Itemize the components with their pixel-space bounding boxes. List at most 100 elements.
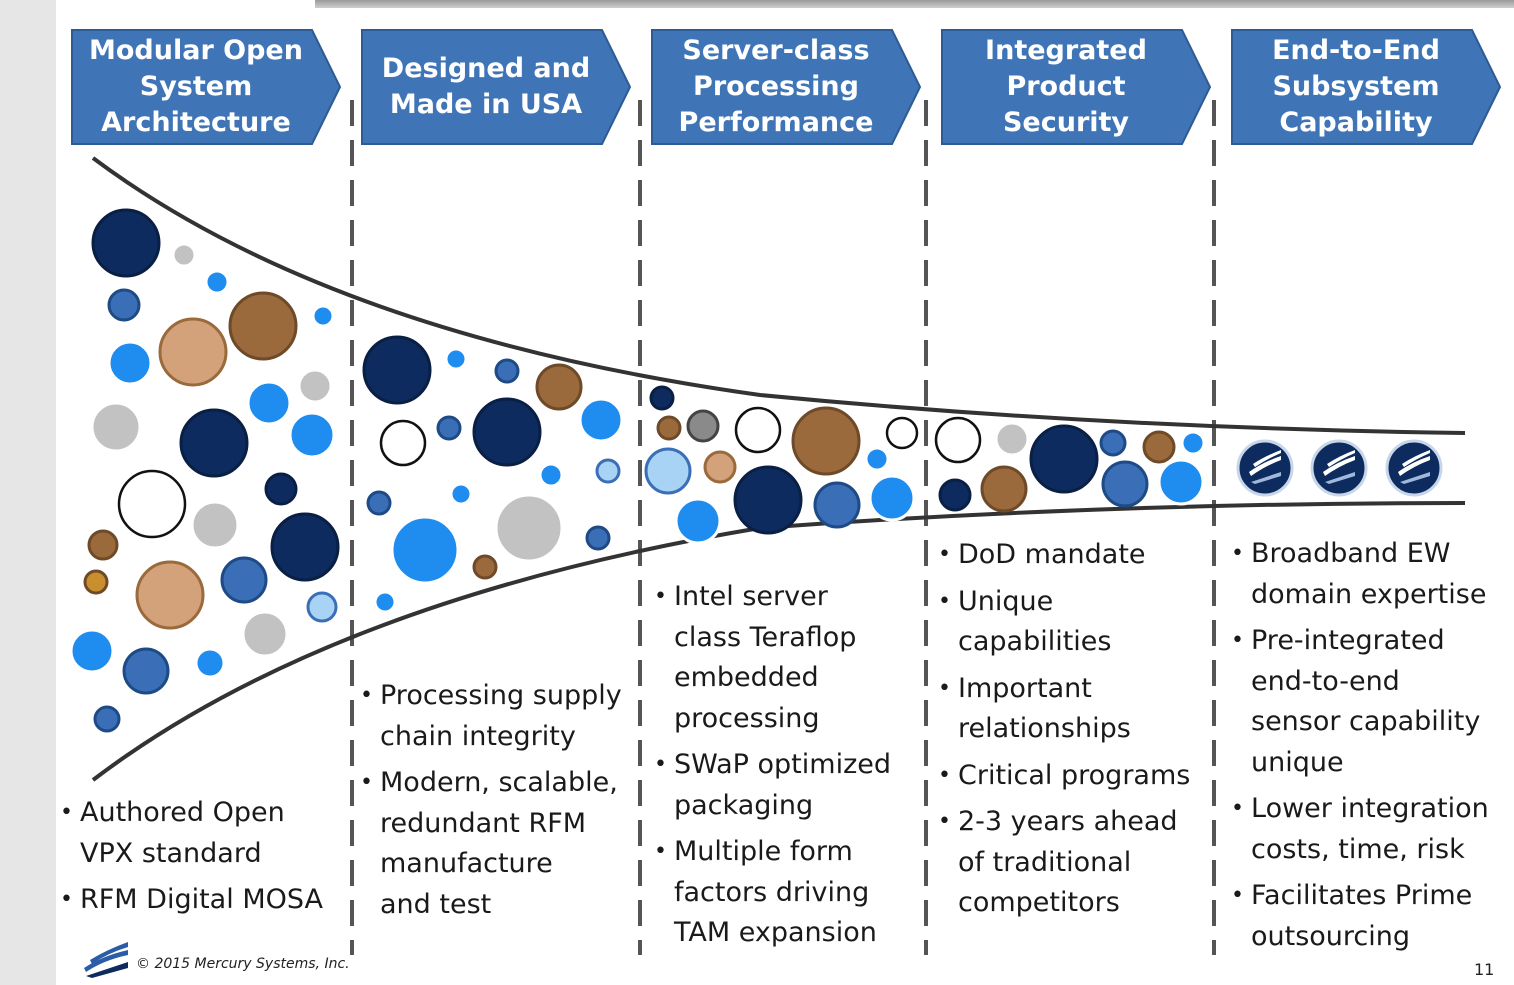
header-modular-open-system: Modular Open System Architecture xyxy=(89,35,303,138)
top-rule xyxy=(315,0,1514,8)
bubble xyxy=(1142,430,1176,464)
bubble xyxy=(934,416,982,464)
bubble xyxy=(585,525,611,551)
bubble xyxy=(864,446,890,472)
bubble xyxy=(686,409,720,443)
bubble xyxy=(472,554,498,580)
header-end-to-end-subsystem: End-to-End Subsystem Capability xyxy=(1272,35,1440,138)
bubble xyxy=(980,465,1028,513)
bubble xyxy=(1029,424,1099,494)
chevron-security xyxy=(941,29,1212,145)
mercury-badge-icon xyxy=(1385,439,1443,497)
bubble xyxy=(656,415,682,441)
bubble xyxy=(1157,458,1205,506)
bubble xyxy=(444,347,468,371)
bubble xyxy=(90,401,142,453)
bubble xyxy=(813,481,861,529)
mercury-badge-icon xyxy=(1310,439,1368,497)
bubble xyxy=(135,560,205,630)
bullet-item: SWaP optimized packaging xyxy=(654,745,924,826)
bubble xyxy=(107,340,153,386)
bullets-server-class-processing: Intel server class Teraflop embedded pro… xyxy=(654,577,924,960)
bubble xyxy=(190,500,240,550)
bubble xyxy=(264,472,298,506)
bubble xyxy=(270,512,340,582)
bubbles-group xyxy=(69,208,1206,733)
bubble xyxy=(171,242,197,268)
mercury-logo-icon xyxy=(84,942,128,978)
chevron-server xyxy=(651,29,922,145)
chevron-headers xyxy=(71,29,1502,145)
bullet-item: Pre-integrated end-to-end sensor capabil… xyxy=(1231,621,1509,783)
bubble xyxy=(494,358,520,384)
bubble xyxy=(703,450,737,484)
bubble xyxy=(241,610,289,658)
bullet-item: Critical programs xyxy=(938,756,1208,797)
bullet-item: Processing supply chain integrity xyxy=(360,676,635,757)
header-integrated-product-security: Integrated Product Security xyxy=(985,35,1147,138)
bubble xyxy=(179,408,249,478)
bubble xyxy=(366,490,392,516)
bullet-item: Broadband EW domain expertise xyxy=(1231,534,1509,615)
bubble xyxy=(538,462,564,488)
bubble xyxy=(158,317,228,387)
bubble xyxy=(1101,460,1149,508)
bubble xyxy=(246,380,292,426)
bubble xyxy=(938,478,972,512)
bubble xyxy=(107,288,141,322)
bullets-designed-in-usa: Processing supply chain integrity Modern… xyxy=(360,676,635,931)
bubble xyxy=(535,363,583,411)
bubble xyxy=(288,411,336,459)
bubble xyxy=(436,415,462,441)
bubble xyxy=(228,291,298,361)
bubble xyxy=(733,465,803,535)
bubble xyxy=(868,474,916,522)
bullets-integrated-product-security: DoD mandate Unique capabilities Importan… xyxy=(938,535,1208,930)
bubble xyxy=(306,591,338,623)
bubble xyxy=(373,590,397,614)
bubble xyxy=(578,397,624,443)
funnel-top-curve xyxy=(91,156,1466,435)
bullet-item: DoD mandate xyxy=(938,535,1208,576)
bubble xyxy=(220,556,268,604)
bubble xyxy=(885,416,919,450)
bullets-end-to-end-subsystem: Broadband EW domain expertise Pre-integr… xyxy=(1231,534,1509,963)
bubble xyxy=(644,447,692,495)
bubble xyxy=(649,385,675,411)
bubble xyxy=(1180,430,1206,456)
column-dividers xyxy=(350,100,1216,955)
bullet-item: Intel server class Teraflop embedded pro… xyxy=(654,577,924,739)
header-server-class-processing: Server-class Processing Performance xyxy=(678,35,874,138)
bullet-item: 2-3 years ahead of traditional competito… xyxy=(938,802,1208,924)
bullet-item: Unique capabilities xyxy=(938,582,1208,663)
bubble xyxy=(194,647,226,679)
bubble xyxy=(122,647,170,695)
bubble xyxy=(791,406,861,476)
mercury-badges xyxy=(1236,439,1443,497)
bullet-item: Multiple form factors driving TAM expans… xyxy=(654,832,924,954)
bullets-modular-open-system: Authored Open VPX standard RFM Digital M… xyxy=(60,793,345,927)
bubble xyxy=(674,497,722,545)
mercury-badge-icon xyxy=(1236,439,1294,497)
bubble xyxy=(390,515,460,585)
bubble xyxy=(494,493,564,563)
bullet-item: Important relationships xyxy=(938,669,1208,750)
left-margin-strip xyxy=(0,0,56,985)
bubble xyxy=(311,304,335,328)
bubble xyxy=(449,482,473,506)
chevron-e2e xyxy=(1231,29,1502,145)
header-designed-in-usa: Designed and Made in USA xyxy=(381,53,591,120)
bullet-item: Facilitates Prime outsourcing xyxy=(1231,876,1509,957)
bubble xyxy=(117,469,187,539)
bubble xyxy=(91,208,161,278)
bubble xyxy=(69,628,115,674)
bullet-item: Modern, scalable, redundant RFM manufact… xyxy=(360,763,635,925)
bullet-item: Authored Open VPX standard xyxy=(60,793,345,874)
bubble xyxy=(734,406,782,454)
bubble xyxy=(83,569,109,595)
chevron-usa xyxy=(361,29,632,145)
bubble xyxy=(379,419,427,467)
page-number: 11 xyxy=(1474,960,1495,979)
bubble xyxy=(93,705,121,733)
